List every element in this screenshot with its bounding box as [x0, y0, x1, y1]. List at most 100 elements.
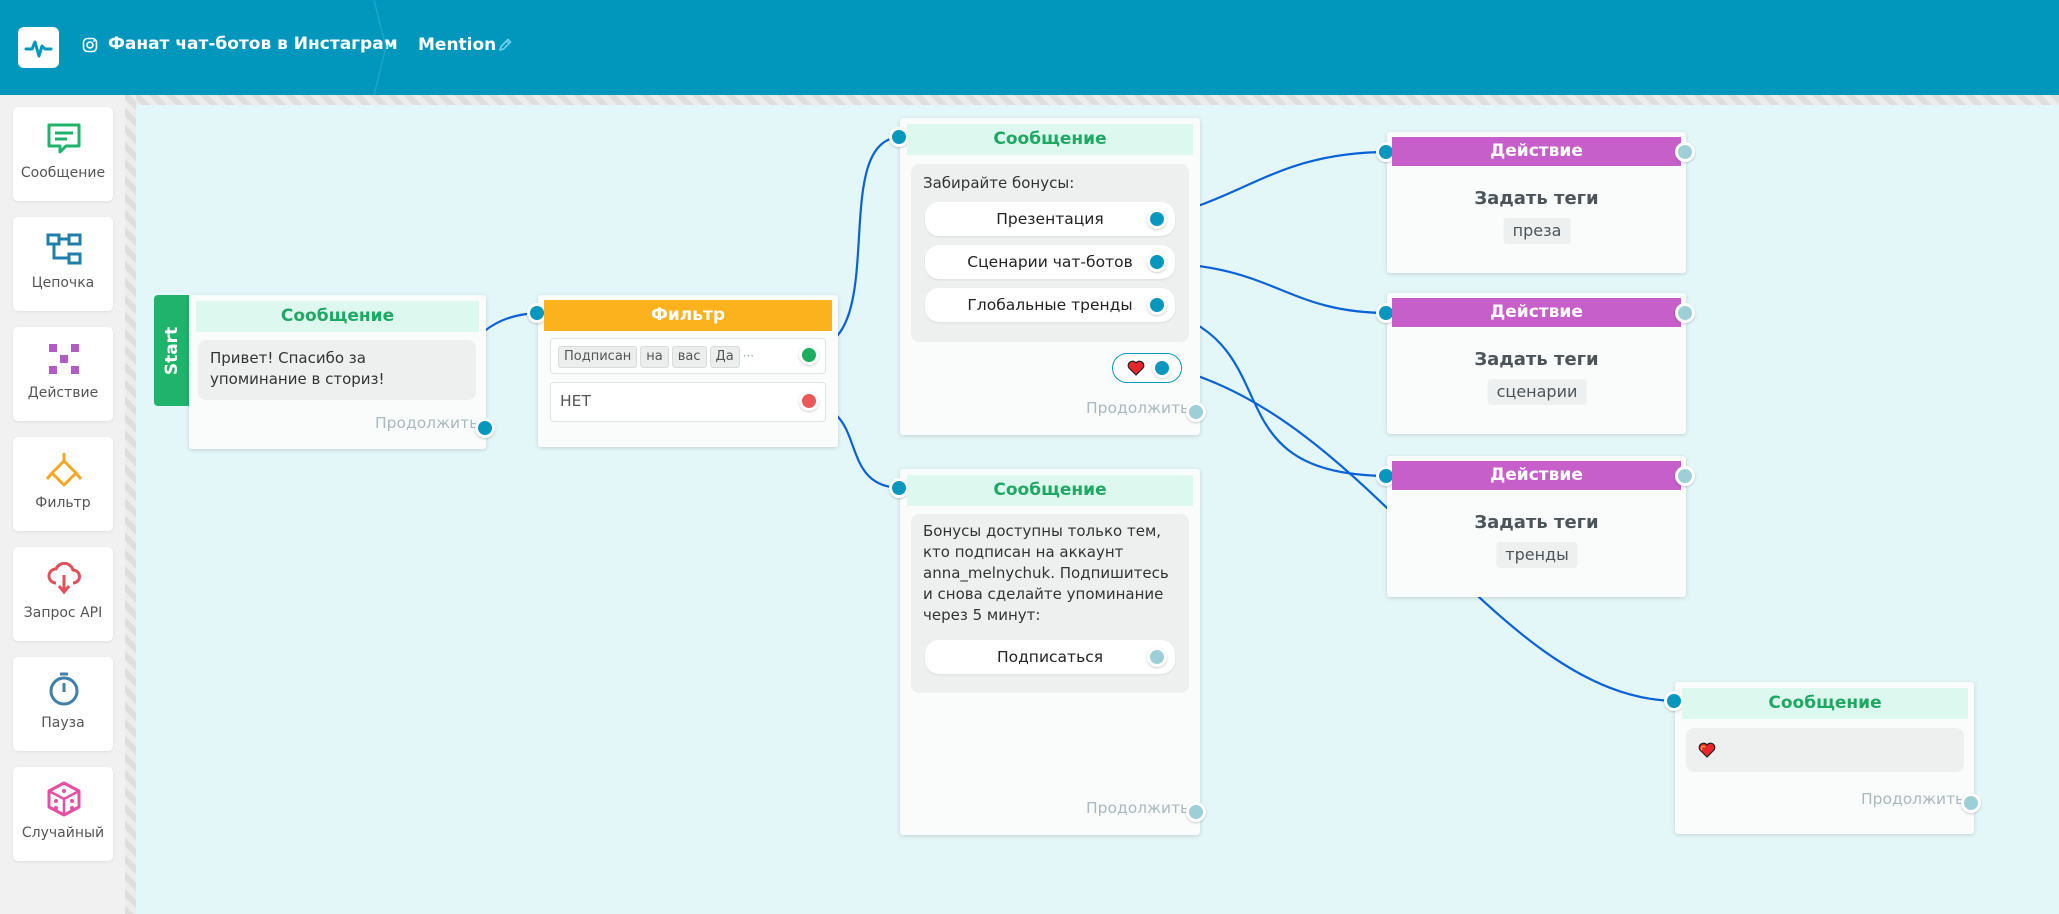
button-label: Глобальные тренды [967, 296, 1133, 314]
condition-target: вас [671, 346, 707, 368]
condition-op: на [640, 346, 669, 368]
instagram-icon [82, 37, 98, 57]
palette-label: Цепочка [31, 275, 95, 291]
filter-icon [46, 453, 82, 487]
message-text[interactable]: Привет! Спасибо за упоминание в сториз! [198, 340, 476, 400]
presentation-output-port[interactable] [1147, 209, 1167, 229]
flow-canvas[interactable]: Start Сообщение Привет! Спасибо за упоми… [125, 95, 2059, 914]
node-title: Сообщение [907, 475, 1193, 506]
button-label: Сценарии чат-ботов [967, 253, 1133, 271]
palette-label: Запрос API [23, 605, 103, 621]
start-marker: Start [154, 295, 189, 406]
tag-chip: сценарии [1487, 379, 1587, 405]
api-icon [47, 561, 81, 595]
bot-name-breadcrumb[interactable]: Фанат чат-ботов в Инстаграм [108, 34, 398, 54]
node-title: Сообщение [196, 301, 479, 332]
palette-item-pause[interactable]: Пауза [13, 657, 113, 751]
bonus-message-node[interactable]: Сообщение Забирайте бонусы: Презентация … [889, 118, 1206, 435]
node-palette-sidebar: Сообщение Цепочка Действие Фильтр [0, 95, 125, 914]
continue-label: Продолжить [1086, 399, 1190, 417]
continue-label: Продолжить [1861, 790, 1965, 808]
output-port[interactable] [475, 418, 495, 438]
output-port[interactable] [1675, 466, 1695, 486]
node-title: Действие [1392, 137, 1681, 166]
canvas-border-left [125, 95, 136, 914]
palette-label: Сообщение [20, 165, 106, 181]
pencil-icon[interactable] [497, 37, 513, 57]
heart-output-port[interactable] [1152, 358, 1172, 378]
tag-chip: тренды [1496, 542, 1578, 568]
action-icon [49, 344, 79, 374]
action-node-trends[interactable]: Действие Задать теги тренды [1376, 456, 1695, 597]
start-message-node[interactable]: Сообщение Привет! Спасибо за упоминание … [189, 295, 495, 449]
subscribe-message-node[interactable]: Сообщение Бонусы доступны только тем, кт… [889, 469, 1206, 835]
chain-icon [46, 233, 82, 265]
input-port[interactable] [1664, 691, 1684, 711]
message-bubble[interactable] [1686, 728, 1964, 772]
flow-title[interactable]: Mention [418, 35, 497, 55]
filter-else-row[interactable]: НЕТ [550, 382, 826, 422]
continue-label: Продолжить [1086, 799, 1190, 817]
heart-emoji-icon [1127, 360, 1145, 376]
no-output-port[interactable] [799, 391, 819, 411]
palette-item-filter[interactable]: Фильтр [13, 437, 113, 531]
logo-pulse-icon[interactable] [18, 27, 59, 68]
palette-label: Фильтр [35, 495, 91, 511]
palette-label: Действие [27, 385, 99, 401]
button-label: Презентация [996, 210, 1104, 228]
presentation-button[interactable]: Презентация [925, 202, 1175, 236]
output-port[interactable] [1186, 802, 1206, 822]
top-bar: Фанат чат-ботов в Инстаграм Mention [0, 0, 2059, 95]
palette-label: Пауза [41, 715, 85, 731]
else-label: НЕТ [560, 392, 591, 410]
scenarios-button[interactable]: Сценарии чат-ботов [925, 245, 1175, 279]
message-icon [47, 123, 81, 154]
node-title: Действие [1392, 461, 1681, 490]
node-title: Действие [1392, 298, 1681, 327]
palette-label: Случайный [21, 825, 105, 841]
dice-icon [47, 781, 81, 817]
action-node-presentation[interactable]: Действие Задать теги преза [1376, 132, 1695, 273]
action-name: Задать теги [1474, 512, 1599, 533]
trends-button[interactable]: Глобальные тренды [925, 288, 1175, 322]
condition-more: ··· [742, 349, 755, 363]
palette-item-chain[interactable]: Цепочка [13, 217, 113, 311]
action-name: Задать теги [1474, 349, 1599, 370]
input-port[interactable] [889, 127, 909, 147]
palette-item-action[interactable]: Действие [13, 327, 113, 421]
stopwatch-icon [49, 672, 79, 706]
wire-trends-to-action3 [1156, 306, 1390, 478]
subscribe-button[interactable]: Подписаться [925, 640, 1175, 674]
condition-field: Подписан [558, 346, 638, 368]
node-title: Сообщение [907, 124, 1193, 155]
subscribe-output-port[interactable] [1147, 647, 1167, 667]
tag-chip: преза [1503, 218, 1571, 244]
action-name: Задать теги [1474, 188, 1599, 209]
input-port[interactable] [889, 478, 909, 498]
yes-output-port[interactable] [799, 345, 819, 365]
output-port[interactable] [1186, 402, 1206, 422]
continue-label: Продолжить [375, 414, 479, 432]
message-text[interactable]: Забирайте бонусы: [923, 174, 1075, 192]
condition-value: Да [709, 346, 740, 368]
output-port[interactable] [1675, 142, 1695, 162]
palette-item-api-request[interactable]: Запрос API [13, 547, 113, 641]
action-node-scenarios[interactable]: Действие Задать теги сценарии [1376, 293, 1695, 434]
palette-item-message[interactable]: Сообщение [13, 107, 113, 201]
palette-item-random[interactable]: Случайный [13, 767, 113, 861]
scenarios-output-port[interactable] [1147, 252, 1167, 272]
start-label: Start [161, 326, 182, 375]
message-text[interactable]: Бонусы доступны только тем, кто подписан… [923, 522, 1169, 624]
canvas-border-top [125, 95, 2059, 105]
output-port[interactable] [1961, 793, 1981, 813]
node-title: Сообщение [1682, 688, 1968, 719]
button-label: Подписаться [996, 648, 1104, 666]
heart-message-node[interactable]: Сообщение Продолжить [1664, 682, 1981, 834]
trends-output-port[interactable] [1147, 295, 1167, 315]
breadcrumb-separator [373, 0, 387, 95]
output-port[interactable] [1675, 303, 1695, 323]
heart-emoji-icon [1698, 742, 1716, 758]
node-title: Фильтр [544, 300, 832, 331]
